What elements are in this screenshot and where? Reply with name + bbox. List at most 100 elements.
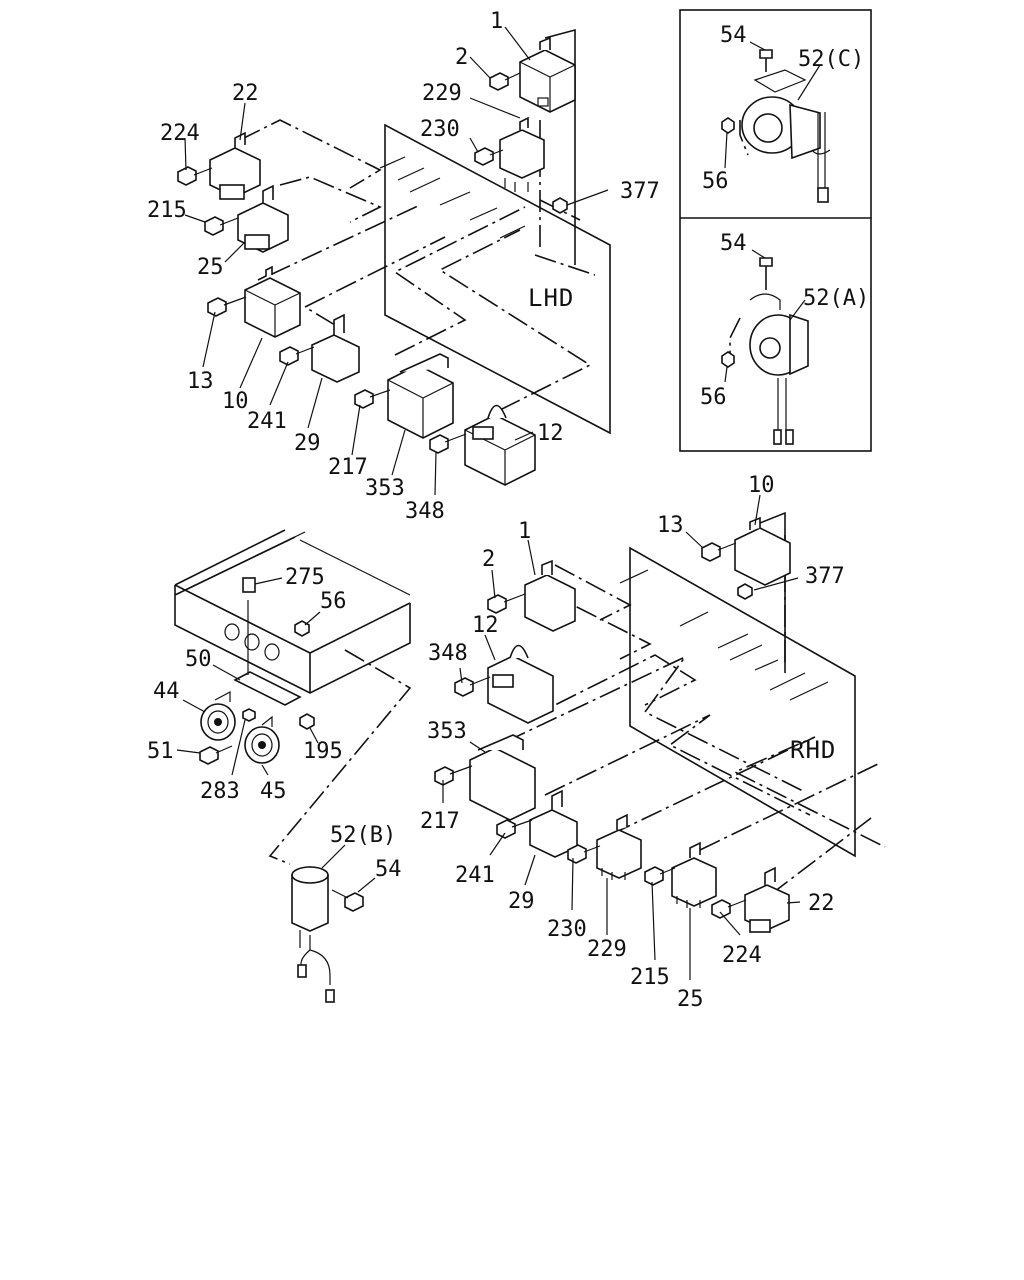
rhd-callout-230: 230 — [547, 917, 587, 942]
lhd-bolt-348 — [429, 433, 467, 454]
rhd-callout-353: 353 — [427, 719, 467, 744]
callout-2: 2 — [455, 45, 468, 70]
horn-relay-a-drawing — [721, 257, 809, 445]
inset-panel — [679, 9, 872, 452]
rhd-nut-377 — [737, 583, 753, 600]
rhd-callout-1: 1 — [518, 519, 531, 544]
rhd-callout-10: 10 — [748, 473, 775, 498]
horn-callout-56: 56 — [320, 589, 347, 614]
callout-1: 1 — [490, 9, 503, 34]
rhd-bolt-2 — [487, 593, 526, 614]
inset-c-callout-52c: 52(C) — [798, 47, 864, 72]
rhd-callout-215: 215 — [630, 965, 670, 990]
lhd-label: LHD — [528, 284, 574, 312]
lhd-bolt-241 — [279, 346, 315, 366]
lhd-nut-377 — [552, 197, 568, 214]
rhd-callout-25: 25 — [677, 987, 704, 1012]
lhd-label-leaders — [184, 26, 609, 496]
callout-229: 229 — [422, 81, 462, 106]
rhd-bolt-241 — [496, 819, 533, 839]
lhd-bolt-215 — [204, 216, 239, 236]
rhd-bolt-13 — [701, 542, 737, 562]
lhd-panel — [384, 28, 611, 435]
callout-12: 12 — [537, 421, 564, 446]
lhd-relay-229 — [499, 116, 545, 192]
lhd-relay-22 — [209, 131, 261, 200]
rhd-label: RHD — [790, 736, 836, 764]
horn-callout-45: 45 — [260, 779, 287, 804]
rhd-callout-29: 29 — [508, 889, 535, 914]
rhd-bolt-348 — [454, 676, 491, 697]
lhd-pins — [379, 156, 526, 239]
frame-rail — [174, 529, 411, 694]
rhd-bolt-224 — [711, 899, 747, 919]
rhd-callout-22: 22 — [808, 891, 835, 916]
horn-relay-b-callout-54: 54 — [375, 857, 402, 882]
lhd-bolt-2 — [489, 72, 521, 91]
callout-217: 217 — [328, 455, 368, 480]
horn-44 — [200, 691, 236, 741]
horn-callout-195: 195 — [303, 739, 343, 764]
inset-a-callout-54: 54 — [720, 231, 747, 256]
lhd-bolt-217 — [354, 389, 391, 409]
rhd-leader-lines — [504, 535, 886, 896]
rhd-module-353 — [469, 734, 536, 821]
callout-29: 29 — [294, 431, 321, 456]
lhd-leader-lines — [239, 119, 596, 411]
lhd-bolt-13 — [207, 296, 247, 317]
callout-22: 22 — [232, 81, 259, 106]
horn-callout-51: 51 — [147, 739, 174, 764]
rhd-relay-29 — [529, 789, 578, 858]
callout-13: 13 — [187, 369, 214, 394]
rhd-bolt-217 — [434, 765, 473, 786]
horn-callout-44: 44 — [153, 679, 180, 704]
inset-a-callout-56: 56 — [700, 385, 727, 410]
callout-353: 353 — [365, 476, 405, 501]
lhd-relay-1 — [519, 36, 576, 113]
rhd-callout-2: 2 — [482, 547, 495, 572]
lhd-relay-29 — [311, 313, 360, 383]
horn-relay-b-leaders — [321, 844, 376, 893]
lhd-module-353 — [387, 353, 454, 439]
horn-callout-50: 50 — [185, 647, 212, 672]
callout-25: 25 — [197, 255, 224, 280]
horn-relay-b-callout-52b: 52(B) — [330, 823, 396, 848]
callout-377: 377 — [620, 179, 660, 204]
inset-c-callout-56: 56 — [702, 169, 729, 194]
rhd-callout-377: 377 — [805, 564, 845, 589]
callout-215: 215 — [147, 198, 187, 223]
rhd-callout-12: 12 — [472, 613, 499, 638]
inset-a-callout-52a: 52(A) — [803, 286, 869, 311]
callout-10: 10 — [222, 389, 249, 414]
inset-label-leaders — [724, 41, 821, 383]
rhd-pins — [619, 569, 829, 701]
horn-callout-275: 275 — [285, 565, 325, 590]
horn-relay-b-drawing — [291, 866, 364, 1003]
rhd-relay-10 — [734, 516, 791, 586]
rhd-callout-217: 217 — [420, 809, 460, 834]
callout-348: 348 — [405, 499, 445, 524]
horn-leaders — [176, 577, 412, 865]
lhd-relay-10 — [244, 265, 301, 338]
inset-c-callout-54: 54 — [720, 23, 747, 48]
rhd-callout-348: 348 — [428, 641, 468, 666]
rhd-relay-25 — [671, 841, 717, 908]
horn-callout-283: 283 — [200, 779, 240, 804]
lhd-unit-12 — [464, 404, 536, 486]
rhd-relay-229 — [596, 813, 642, 880]
rhd-callout-229: 229 — [587, 937, 627, 962]
horn-45 — [244, 715, 280, 764]
rhd-bolt-215 — [644, 866, 676, 886]
lhd-relay-25 — [237, 184, 289, 253]
lhd-bolt-224 — [177, 166, 213, 186]
rhd-callout-224: 224 — [722, 943, 762, 968]
rhd-callout-13: 13 — [657, 513, 684, 538]
rhd-label-leaders — [442, 494, 801, 980]
rhd-unit-12 — [487, 644, 554, 724]
callout-241: 241 — [247, 409, 287, 434]
callout-230: 230 — [420, 117, 460, 142]
rhd-callout-241: 241 — [455, 863, 495, 888]
horn-bracket-50 — [233, 577, 302, 706]
